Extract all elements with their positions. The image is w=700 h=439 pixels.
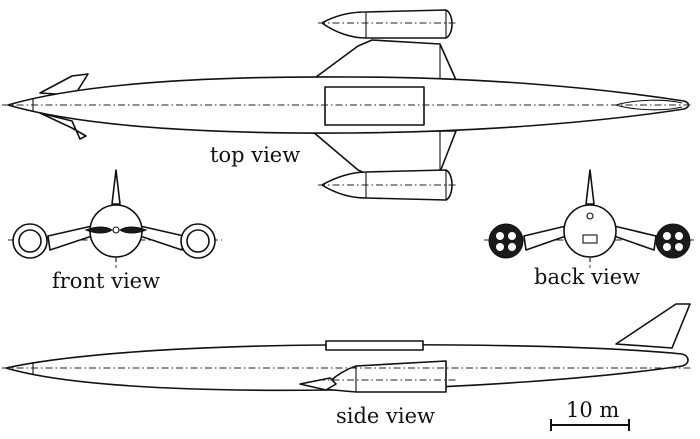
- back-view-drawing: [484, 169, 696, 268]
- front-view-drawing: [8, 169, 222, 268]
- side-fuselage: [5, 343, 689, 392]
- label-back-view: back view: [534, 265, 640, 289]
- top-wing-upper: [311, 39, 457, 81]
- top-view-drawing: [2, 9, 692, 201]
- label-scale: 10 m: [566, 398, 619, 422]
- scale-bar: [550, 419, 630, 431]
- top-payload-bay: [324, 86, 425, 126]
- side-view-drawing: [2, 303, 692, 393]
- label-front-view: front view: [52, 269, 160, 293]
- top-nacelle-upper: [321, 9, 453, 39]
- label-top-view: top view: [210, 143, 300, 167]
- top-canard-lower: [39, 112, 87, 140]
- label-side-view: side view: [336, 404, 435, 428]
- top-wing-lower: [311, 130, 457, 177]
